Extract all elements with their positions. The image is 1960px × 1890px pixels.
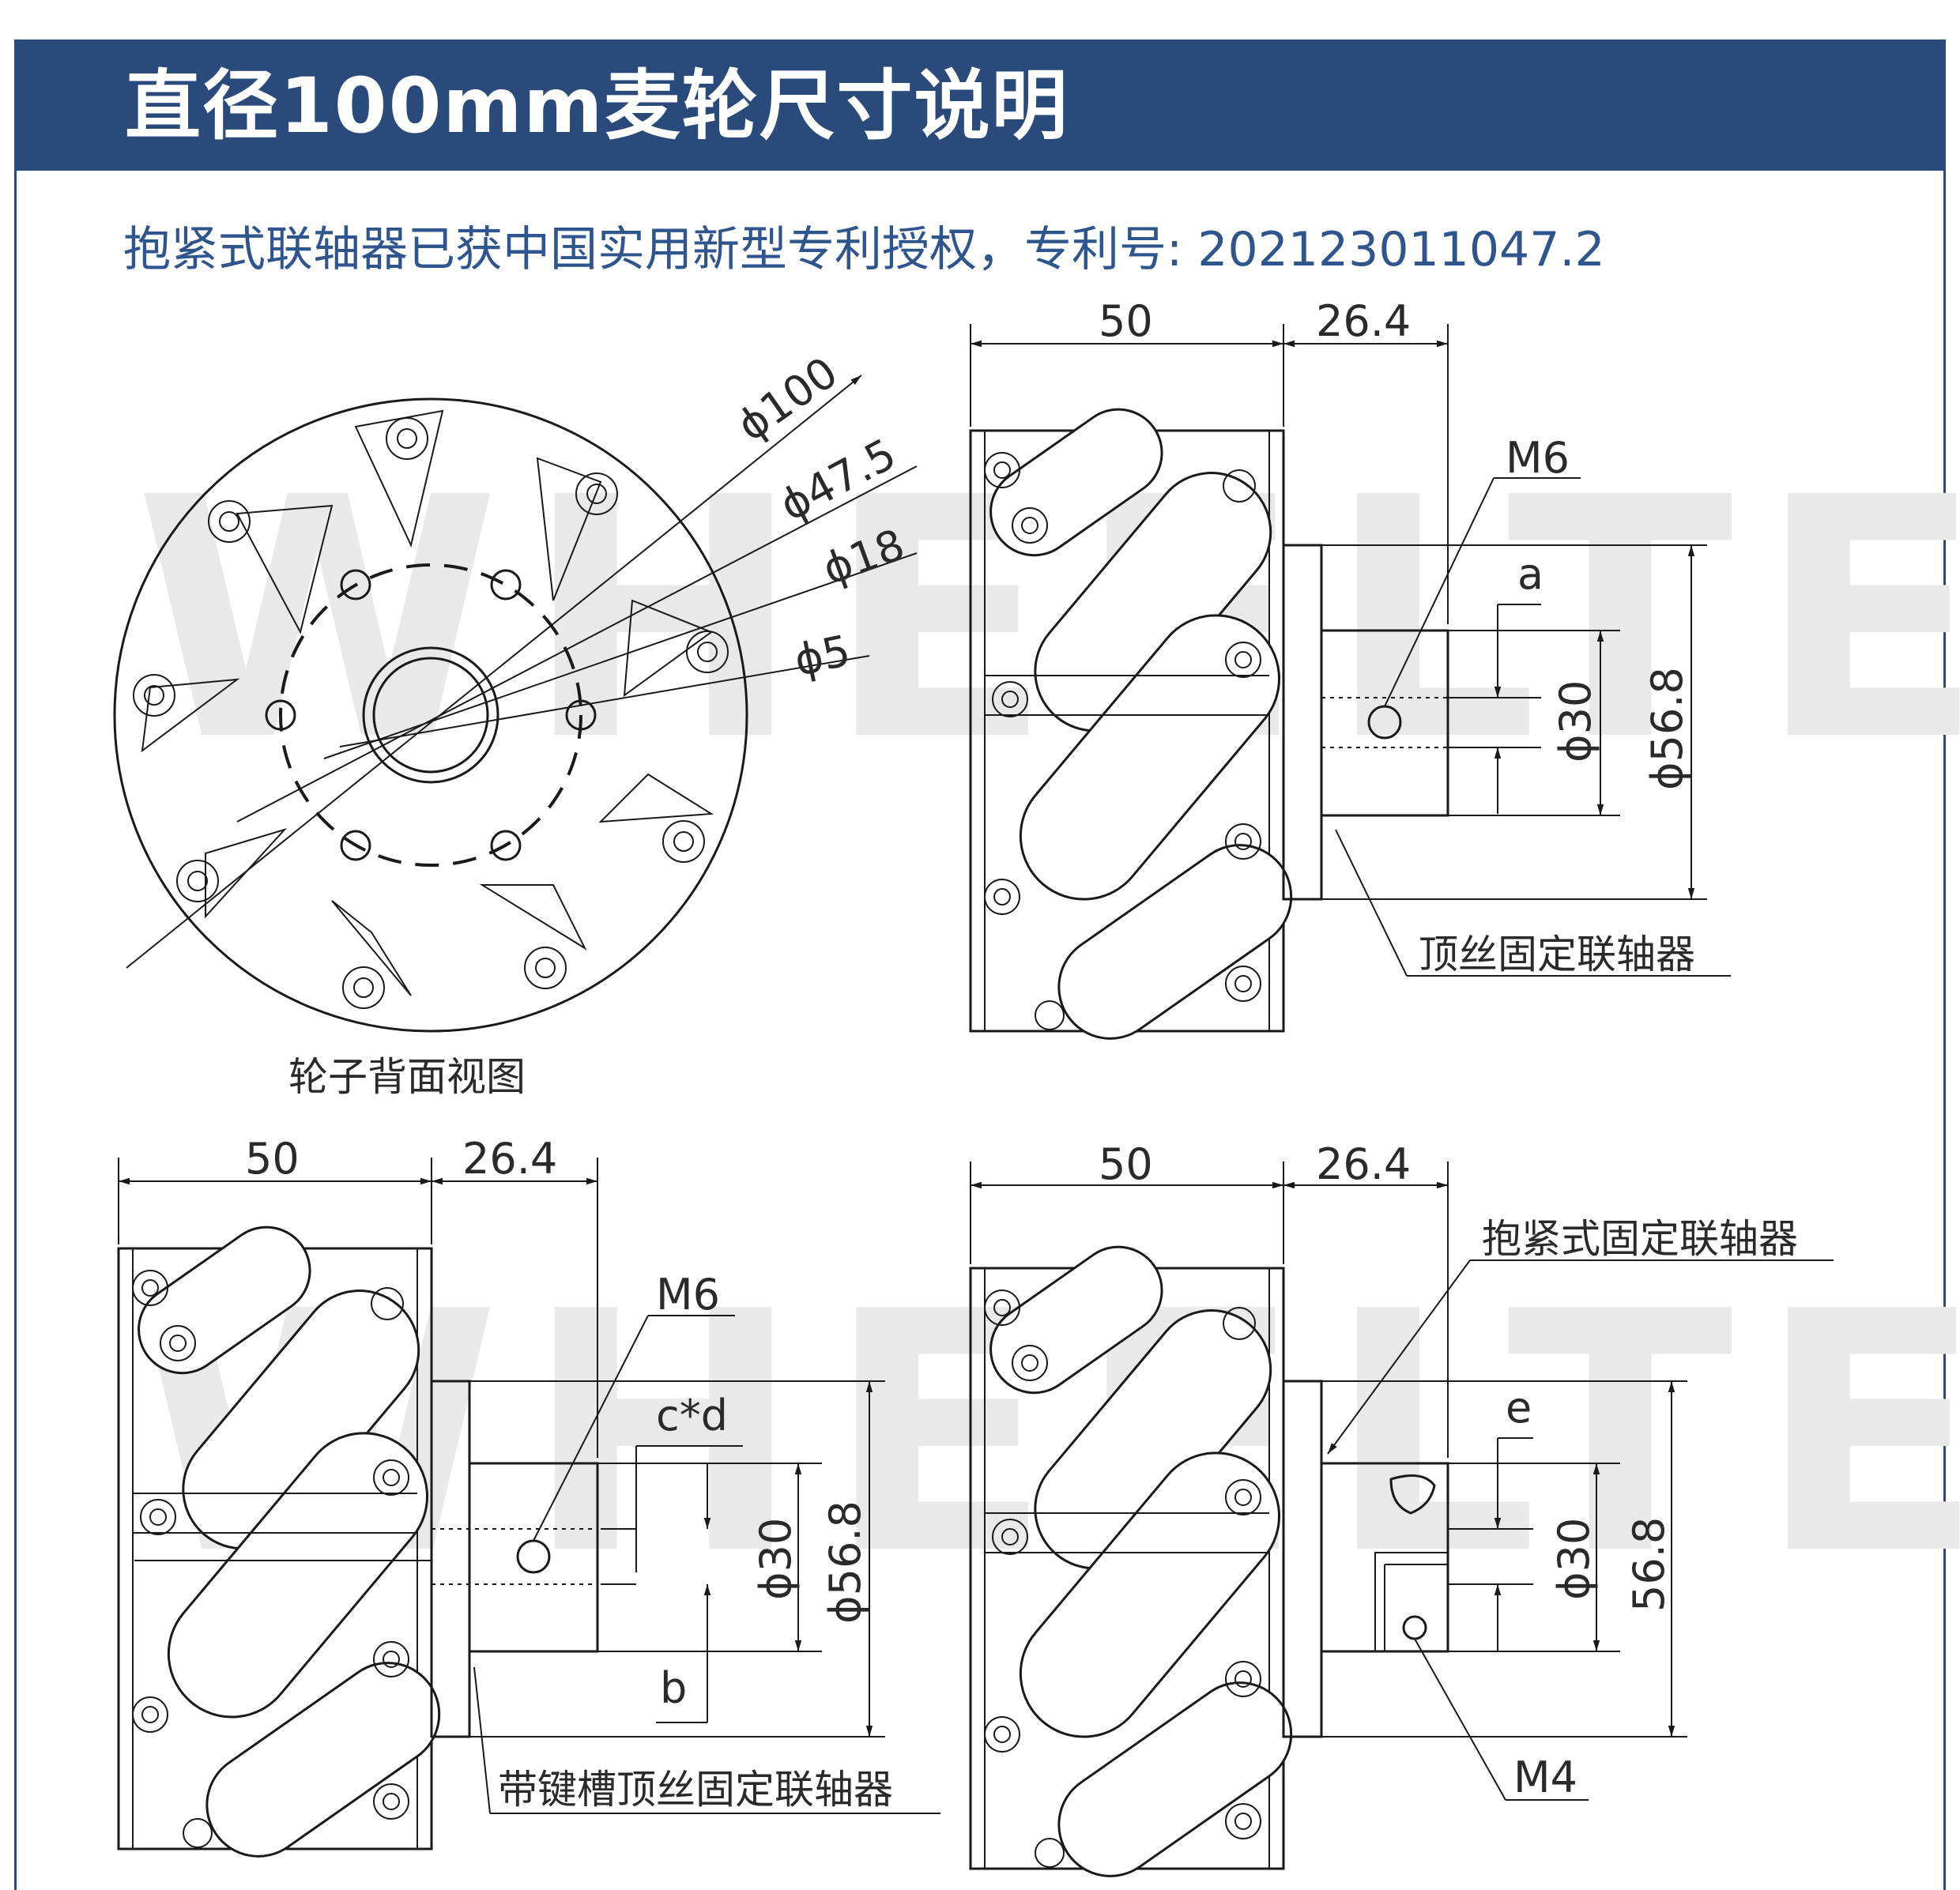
dim-d30: ϕ30 (1551, 680, 1600, 762)
dim-width-26-4: 26.4 (462, 1134, 557, 1184)
callout-keyed-coupling: 带键槽顶丝固定联轴器 (498, 1767, 893, 1813)
side-view-keyed: 50 26.4 M6 c*d b ϕ30 ϕ56.8 带键槽顶丝固定联轴器 (117, 1134, 940, 1878)
dim-width-50: 50 (1099, 296, 1153, 346)
hub-bore-inner (372, 657, 489, 774)
label-m6: M6 (656, 1270, 720, 1320)
title-banner (14, 40, 1946, 171)
label-m6: M6 (1506, 433, 1570, 483)
label-a: a (1517, 549, 1544, 599)
bolt-holes (265, 569, 597, 861)
outer-rim (113, 397, 748, 1033)
callout-setscrew-coupling: 顶丝固定联轴器 (1419, 932, 1695, 977)
bolt-circle (279, 563, 582, 867)
dim-width-50: 50 (1099, 1139, 1153, 1189)
dim-width-50: 50 (245, 1134, 300, 1184)
side-view-clamp: 50 26.4 抱紧式固定联轴器 e ϕ30 56.8 M4 (969, 1139, 1834, 1890)
label-e: e (1506, 1383, 1532, 1433)
dim-d30: ϕ30 (751, 1518, 801, 1600)
back-view-caption: 轮子背面视图 (288, 1054, 526, 1100)
dim-width-26-4: 26.4 (1316, 1139, 1411, 1189)
side-view-setscrew: 50 26.4 M6 a ϕ30 ϕ56.8 顶丝固定联轴器 (969, 296, 1731, 1060)
dim-d56-8: ϕ56.8 (1642, 667, 1692, 790)
label-c-star-d: c*d (656, 1391, 728, 1440)
page-title: 直径100mm麦轮尺寸说明 (125, 62, 1069, 150)
patent-subtitle: 抱紧式联轴器已获中国实用新型专利授权，专利号: 202123011047.2 (123, 222, 1605, 277)
dim-d5: ϕ5 (790, 626, 855, 686)
dim-56-8: 56.8 (1624, 1517, 1674, 1612)
hub-bore-outer (362, 646, 499, 784)
label-b: b (660, 1663, 687, 1713)
lug-nuts (133, 417, 729, 1009)
dim-d30: ϕ30 (1549, 1518, 1599, 1600)
label-m4: M4 (1513, 1753, 1577, 1802)
callout-clamp-coupling: 抱紧式固定联轴器 (1482, 1216, 1798, 1262)
dim-width-26-4: 26.4 (1316, 296, 1411, 346)
page-frame (14, 40, 1946, 1890)
dim-d56-8: ϕ56.8 (820, 1500, 870, 1624)
